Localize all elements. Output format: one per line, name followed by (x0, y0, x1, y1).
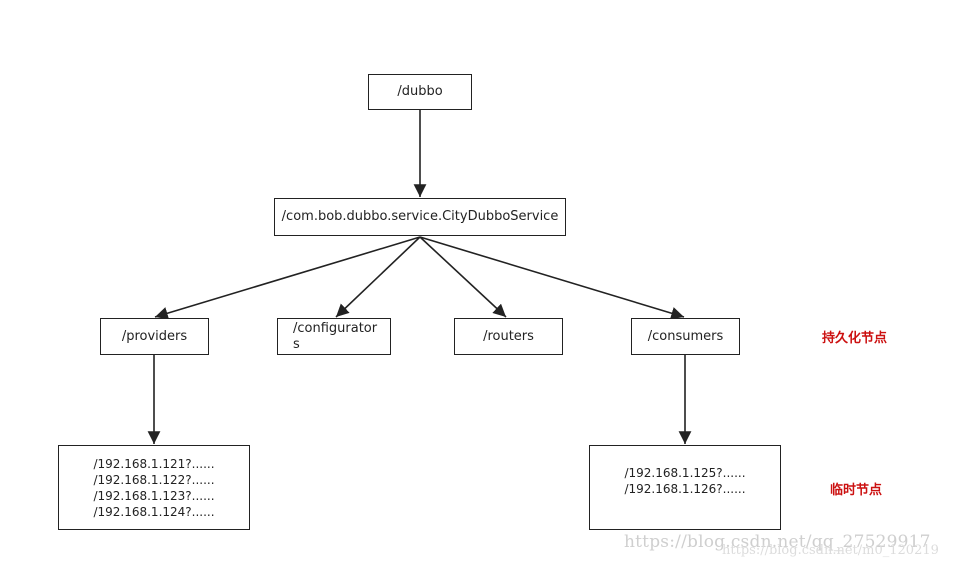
node-provider-ips: /192.168.1.121?...... /192.168.1.122?...… (58, 445, 250, 530)
watermark-line2: https://blog.csdn.net/m0_120219 (722, 543, 939, 558)
node-service-label: /com.bob.dubbo.service.CityDubboService (281, 209, 559, 224)
node-dubbo-label: /dubbo (397, 84, 443, 99)
node-routers: /routers (454, 318, 563, 355)
node-service: /com.bob.dubbo.service.CityDubboService (274, 198, 566, 236)
node-configurators: /configurator s (277, 318, 391, 355)
consumer-ip-2: /192.168.1.126?...... (624, 482, 746, 496)
node-configurators-label: /configurator s (293, 321, 378, 352)
node-consumers-label: /consumers (647, 328, 724, 344)
provider-ip-3: /192.168.1.123?...... (93, 489, 215, 503)
edge-service-providers (154, 236, 421, 320)
provider-ip-1: /192.168.1.121?...... (93, 457, 215, 471)
edge-service-consumers (419, 236, 685, 320)
node-consumers: /consumers (631, 318, 740, 355)
edge-service-routers (419, 236, 507, 318)
node-dubbo: /dubbo (368, 74, 472, 110)
node-routers-label: /routers (483, 328, 534, 344)
node-providers-label: /providers (121, 328, 188, 344)
legend-persistent: 持久化节点 (822, 331, 888, 346)
provider-ip-4: /192.168.1.124?...... (93, 505, 215, 519)
watermark-line1: https://blog.csdn.net/qq_27529917 (624, 532, 931, 552)
legend-ephemeral: 临时节点 (830, 483, 883, 498)
node-consumer-ips: /192.168.1.125?...... /192.168.1.126?...… (589, 445, 781, 530)
provider-ip-2: /192.168.1.122?...... (93, 473, 215, 487)
consumer-ip-1: /192.168.1.125?...... (624, 466, 746, 480)
edge-service-configurators (335, 236, 421, 318)
node-providers: /providers (100, 318, 209, 355)
